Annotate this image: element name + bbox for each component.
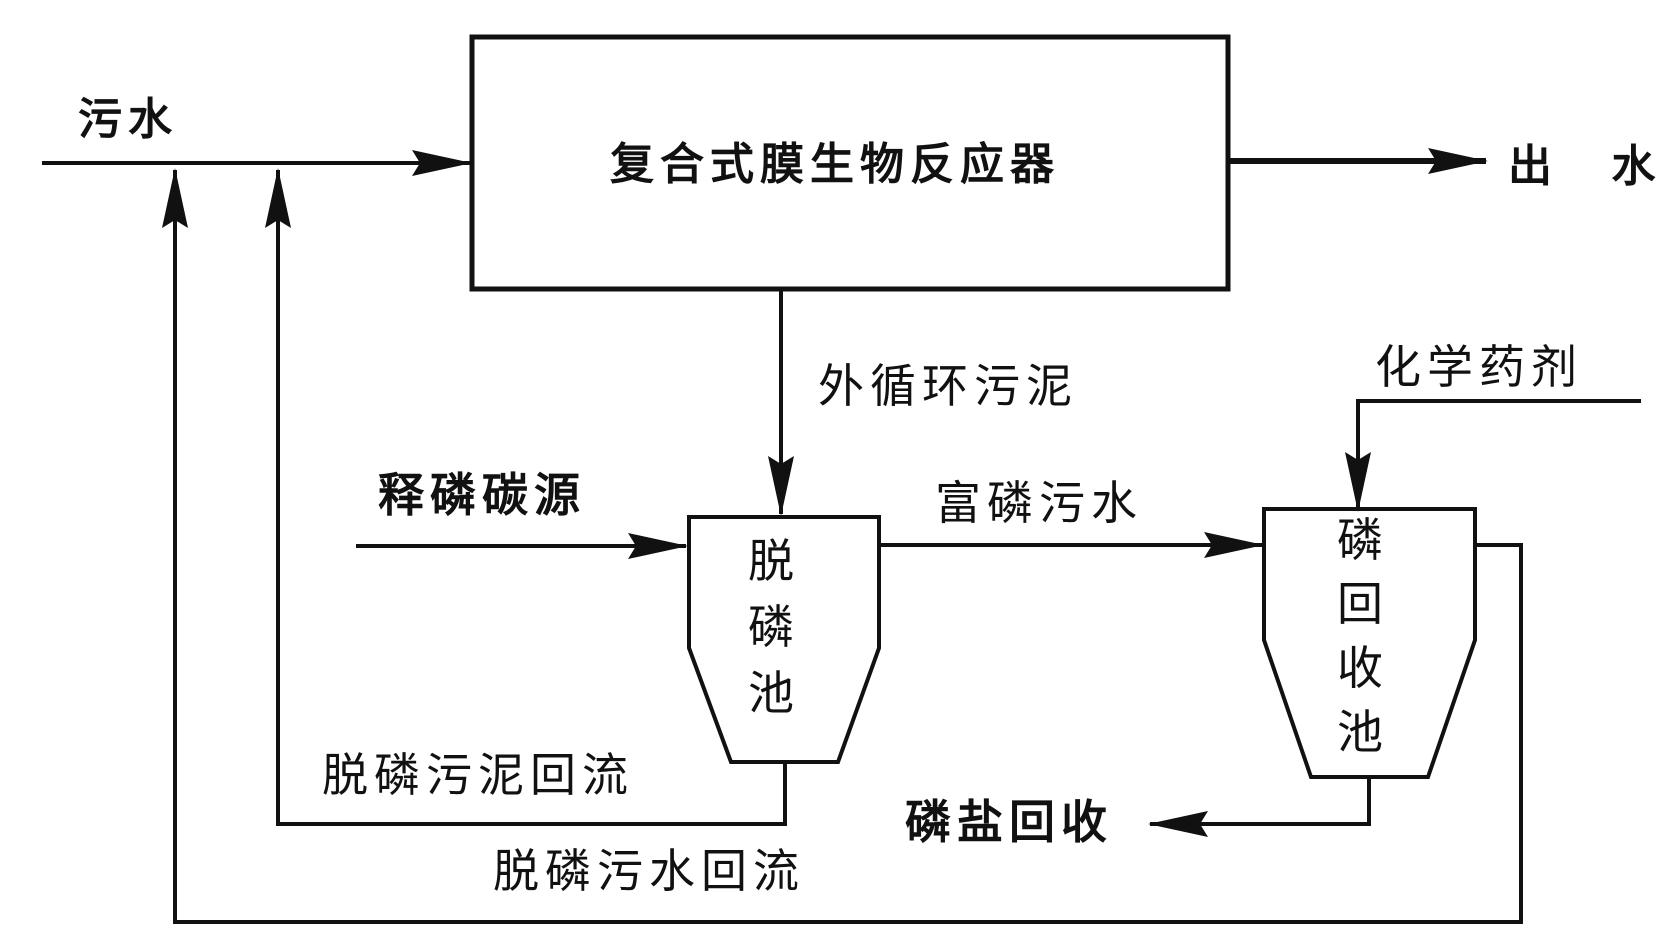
chemical-dosing-line [1345,399,1641,512]
dephosphorization-tank [687,515,881,764]
water-return-label: 脱磷污水回流 [493,844,805,898]
sludge-return-line [265,168,787,826]
rich-p-water-label: 富磷污水 [935,476,1143,530]
sewage-label: 污水 [78,94,178,145]
chemicals-label: 化学药剂 [1375,340,1583,394]
reactor-box [469,34,1231,292]
reactor-label: 复合式膜生物反应器 [610,139,1060,190]
phosphorus-recovery-tank [1262,507,1477,779]
phosphate-recovery-arrow [1148,777,1371,837]
water-return-line [162,168,1523,924]
carbon-source-label: 释磷碳源 [378,468,586,522]
dephosphorization-tank-label: 脱 磷 池 [748,534,794,720]
effluent-label: 出 水 [1508,141,1678,192]
phosphate-recovery-label: 磷盐回收 [905,795,1113,849]
ext-sludge-label: 外循环污泥 [818,359,1078,413]
phosphorus-recovery-tank-label: 磷 回 收 池 [1337,513,1383,759]
sludge-return-label: 脱磷污泥回流 [322,748,634,802]
